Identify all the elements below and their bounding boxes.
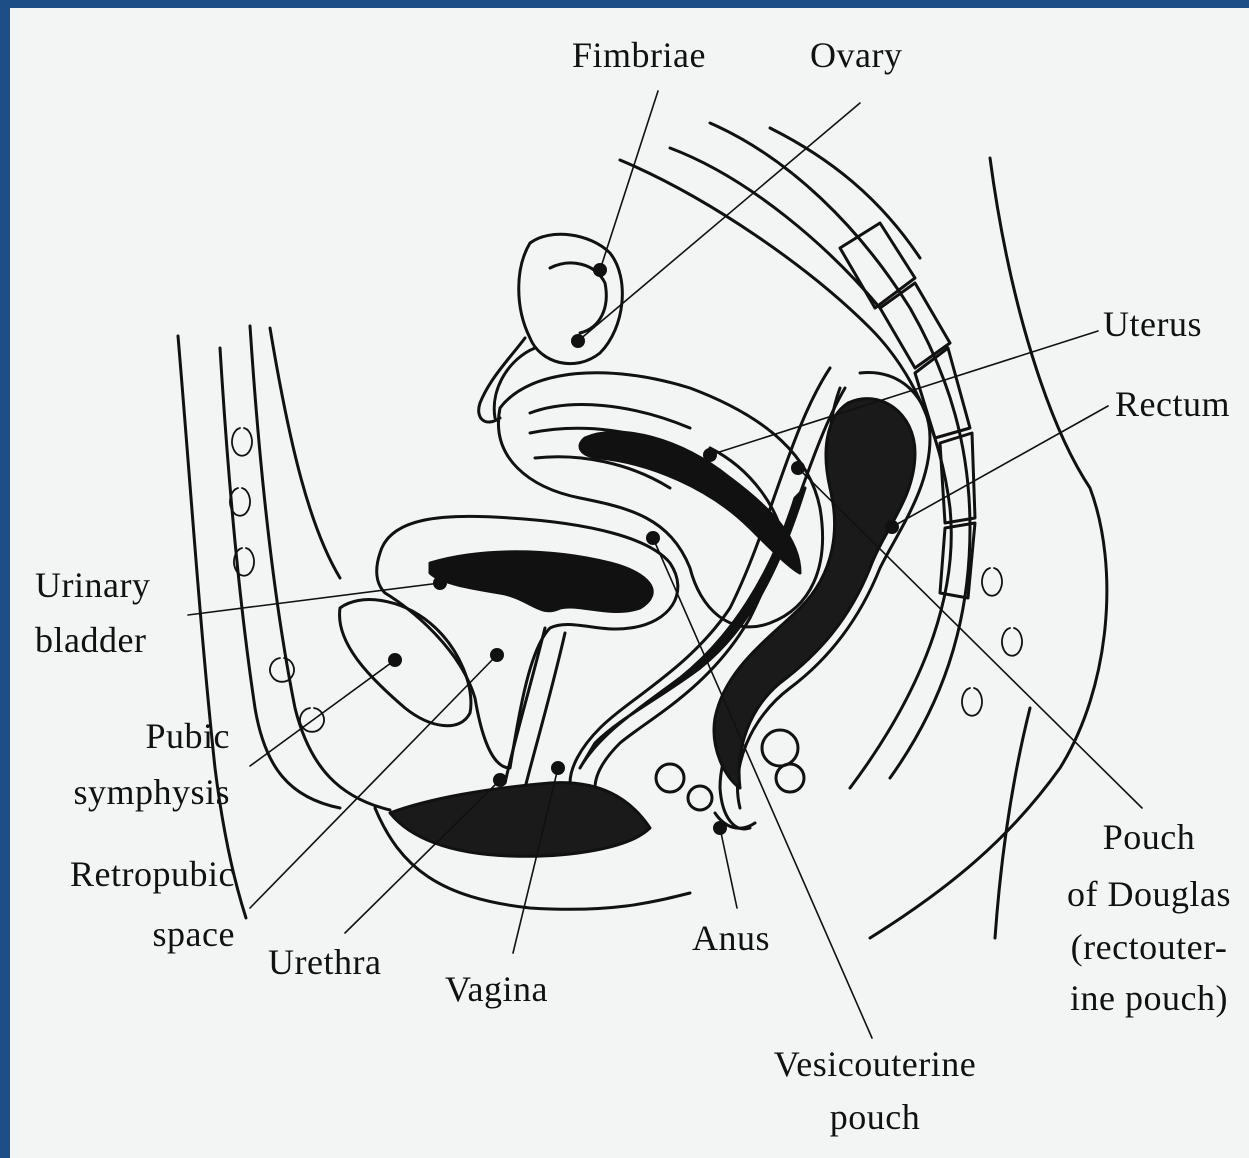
label-rectum: Rectum <box>1115 378 1230 431</box>
label-pouch-of-douglas-line4: ine pouch) <box>1054 972 1244 1025</box>
label-urethra: Urethra <box>268 936 381 989</box>
label-pouch-of-douglas-line1: Pouch <box>1054 811 1244 864</box>
label-urinary-bladder-line1: Urinary <box>35 559 150 612</box>
label-pubic-symphysis-line1: Pubic <box>30 710 230 763</box>
label-ovary: Ovary <box>810 29 902 82</box>
label-vesicouterine-pouch-line2: pouch <box>740 1091 1010 1144</box>
urethra-tube <box>505 628 545 783</box>
label-urinary-bladder-line2: bladder <box>35 614 146 667</box>
label-retropubic-space-line2: space <box>30 908 235 961</box>
label-fimbriae: Fimbriae <box>572 29 706 82</box>
label-anus: Anus <box>692 912 770 965</box>
perineal-body <box>390 783 650 857</box>
label-pouch-of-douglas-line2: of Douglas <box>1054 868 1244 921</box>
tube-ovary <box>479 234 623 422</box>
bladder-lumen <box>430 552 652 612</box>
label-retropubic-space-line1: Retropubic <box>30 848 235 901</box>
label-pouch-of-douglas-line3: (rectouter- <box>1054 921 1244 974</box>
label-vesicouterine-pouch-line1: Vesicouterine <box>740 1038 1010 1091</box>
pubic-symphysis-bone <box>340 600 471 726</box>
uterine-cavity <box>580 432 800 573</box>
abdominal-wall <box>178 326 390 918</box>
diagram-page: Fimbriae Ovary Uterus Rectum Urinary bla… <box>10 8 1249 1158</box>
label-uterus: Uterus <box>1103 298 1202 351</box>
label-pubic-symphysis-line2: symphysis <box>30 766 230 819</box>
label-vagina: Vagina <box>445 963 548 1016</box>
